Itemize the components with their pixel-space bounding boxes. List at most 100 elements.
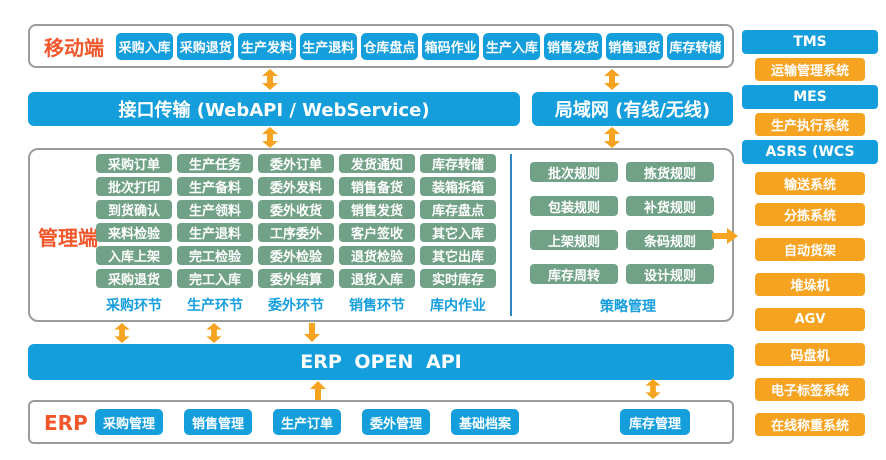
strategy-rule-chip: 设计规则 <box>626 264 714 284</box>
management-module-chip: 委外结算 <box>258 269 334 288</box>
warehouse-ops-column-footer: 库内作业 <box>430 298 486 314</box>
management-module-chip: 退货检验 <box>339 246 415 265</box>
management-section-label: 管理端 <box>38 226 98 250</box>
erp-button-row: 采购管理销售管理生产订单委外管理基础档案 <box>95 409 519 435</box>
management-module-chip: 退货入库 <box>339 269 415 288</box>
management-section: 管理端 采购订单批次打印到货确认来料检验入库上架采购退货 采购环节 生产任务生产… <box>28 148 734 322</box>
up-down-arrow-icon <box>262 69 278 90</box>
management-module-chip: 实时库存 <box>420 269 496 288</box>
strategy-rule-chip: 条码规则 <box>626 230 714 250</box>
mobile-module-chip: 箱码作业 <box>422 32 480 60</box>
mobile-section: 移动端 采购入库采购退货生产发料生产退料仓库盘点箱码作业生产入库销售发货销售退货… <box>28 24 734 68</box>
management-module-chip: 委外收货 <box>258 200 334 219</box>
management-module-chip: 入库上架 <box>96 246 172 265</box>
management-module-chip: 批次打印 <box>96 177 172 196</box>
management-module-chip: 完工入库 <box>177 269 253 288</box>
management-module-chip: 其它入库 <box>420 223 496 242</box>
strategy-rule-chip: 批次规则 <box>530 162 618 182</box>
up-down-arrow-icon <box>645 379 661 399</box>
management-module-chip: 委外订单 <box>258 154 334 173</box>
management-module-chip: 销售发货 <box>339 200 415 219</box>
management-module-chip: 生产备料 <box>177 177 253 196</box>
procurement-column-items: 采购订单批次打印到货确认来料检验入库上架采购退货 <box>96 154 172 288</box>
warehouse-ops-column-items: 库存转储装箱拆箱库存盘点其它入库其它出库实时库存 <box>420 154 496 288</box>
outsourcing-column-footer: 委外环节 <box>268 298 324 314</box>
strategy-section: 批次规则拣货规则包装规则补货规则上架规则条码规则库存周转设计规则 策略管理 <box>530 158 726 316</box>
up-down-arrow-icon <box>604 69 620 90</box>
external-system-chip: 分拣系统 <box>755 203 865 226</box>
strategy-rule-chip: 拣货规则 <box>626 162 714 182</box>
management-module-chip: 到货确认 <box>96 200 172 219</box>
erp-section: ERP 采购管理销售管理生产订单委外管理基础档案 库存管理 <box>28 400 734 444</box>
mobile-module-chip: 生产退料 <box>299 32 357 60</box>
up-down-arrow-icon <box>604 127 620 148</box>
outsourcing-column-items: 委外订单委外发料委外收货工序委外委外检验委外结算 <box>258 154 334 288</box>
procurement-column-footer: 采购环节 <box>106 298 162 314</box>
erp-section-label: ERP <box>44 411 88 435</box>
management-module-chip: 发货通知 <box>339 154 415 173</box>
procurement-column: 采购订单批次打印到货确认来料检验入库上架采购退货 采购环节 <box>96 154 172 315</box>
down-arrow-icon <box>304 323 320 342</box>
mobile-module-chip: 采购退货 <box>177 32 235 60</box>
external-system-chip: 输送系统 <box>755 172 865 195</box>
sales-column-footer: 销售环节 <box>349 298 405 314</box>
up-down-arrow-icon <box>114 323 130 343</box>
external-system-chip: 自动货架 <box>755 238 865 261</box>
lan-banner: 局域网 (有线/无线) <box>532 92 733 126</box>
mobile-module-chip: 仓库盘点 <box>360 32 419 60</box>
interface-transport-banner: 接口传输 (WebAPI / WebService) <box>28 92 520 126</box>
management-module-chip: 工序委外 <box>258 223 334 242</box>
external-system-chip: 堆垛机 <box>755 273 865 296</box>
external-system-chip: TMS <box>742 30 878 54</box>
erp-inventory-chip: 库存管理 <box>620 409 690 435</box>
up-down-arrow-icon <box>206 323 222 343</box>
management-module-chip: 库存转储 <box>420 154 496 173</box>
management-module-chip: 完工检验 <box>177 246 253 265</box>
management-module-chip: 生产退料 <box>177 223 253 242</box>
management-module-chip: 采购退货 <box>96 269 172 288</box>
up-arrow-icon <box>310 381 326 400</box>
mobile-module-chip: 生产入库 <box>483 32 541 60</box>
external-system-chip: 生产执行系统 <box>755 113 865 136</box>
management-strategy-divider <box>510 154 512 316</box>
mobile-module-chip: 销售退货 <box>605 32 663 60</box>
management-module-chip: 装箱拆箱 <box>420 177 496 196</box>
mobile-module-chip: 生产发料 <box>238 32 296 60</box>
mobile-module-chip: 采购入库 <box>116 32 174 60</box>
management-module-chip: 库存盘点 <box>420 200 496 219</box>
mobile-module-chip: 销售发货 <box>544 32 602 60</box>
production-column-footer: 生产环节 <box>187 298 243 314</box>
management-module-chip: 客户签收 <box>339 223 415 242</box>
management-module-chip: 来料检验 <box>96 223 172 242</box>
strategy-rule-chip: 包装规则 <box>530 196 618 216</box>
erp-module-chip: 销售管理 <box>184 409 252 435</box>
external-system-chip: 码盘机 <box>755 343 865 366</box>
outsourcing-column: 委外订单委外发料委外收货工序委外委外检验委外结算 委外环节 <box>258 154 334 315</box>
external-systems-column: TMS 运输管理系统 MES 生产执行系统 ASRS (WCS 输送系统分拣系统自动货架堆… <box>742 30 878 436</box>
erp-module-chip: 采购管理 <box>95 409 163 435</box>
production-column: 生产任务生产备料生产领料生产退料完工检验完工入库 生产环节 <box>177 154 253 315</box>
erp-module-chip: 基础档案 <box>451 409 519 435</box>
production-column-items: 生产任务生产备料生产领料生产退料完工检验完工入库 <box>177 154 253 288</box>
external-system-chip: 运输管理系统 <box>755 58 865 81</box>
strategy-rule-chip: 上架规则 <box>530 230 618 250</box>
erp-module-chip: 生产订单 <box>273 409 341 435</box>
mobile-button-row: 采购入库采购退货生产发料生产退料仓库盘点箱码作业生产入库销售发货销售退货库存转储 <box>116 32 725 60</box>
right-arrow-icon <box>712 228 738 244</box>
up-down-arrow-icon <box>262 127 278 148</box>
external-system-chip: MES <box>742 85 878 109</box>
mobile-section-label: 移动端 <box>44 35 104 60</box>
sales-column: 发货通知销售备货销售发货客户签收退货检验退货入库 销售环节 <box>339 154 415 315</box>
management-module-chip: 生产任务 <box>177 154 253 173</box>
management-module-chip: 采购订单 <box>96 154 172 173</box>
strategy-rule-chip: 补货规则 <box>626 196 714 216</box>
erp-open-api-banner: ERP OPEN API <box>28 344 734 380</box>
mobile-module-chip: 库存转储 <box>666 32 725 60</box>
sales-column-items: 发货通知销售备货销售发货客户签收退货检验退货入库 <box>339 154 415 288</box>
strategy-rule-chip: 库存周转 <box>530 264 618 284</box>
external-system-chip: ASRS (WCS <box>742 140 878 164</box>
warehouse-ops-column: 库存转储装箱拆箱库存盘点其它入库其它出库实时库存 库内作业 <box>420 154 496 315</box>
management-module-chip: 生产领料 <box>177 200 253 219</box>
management-module-chip: 委外检验 <box>258 246 334 265</box>
